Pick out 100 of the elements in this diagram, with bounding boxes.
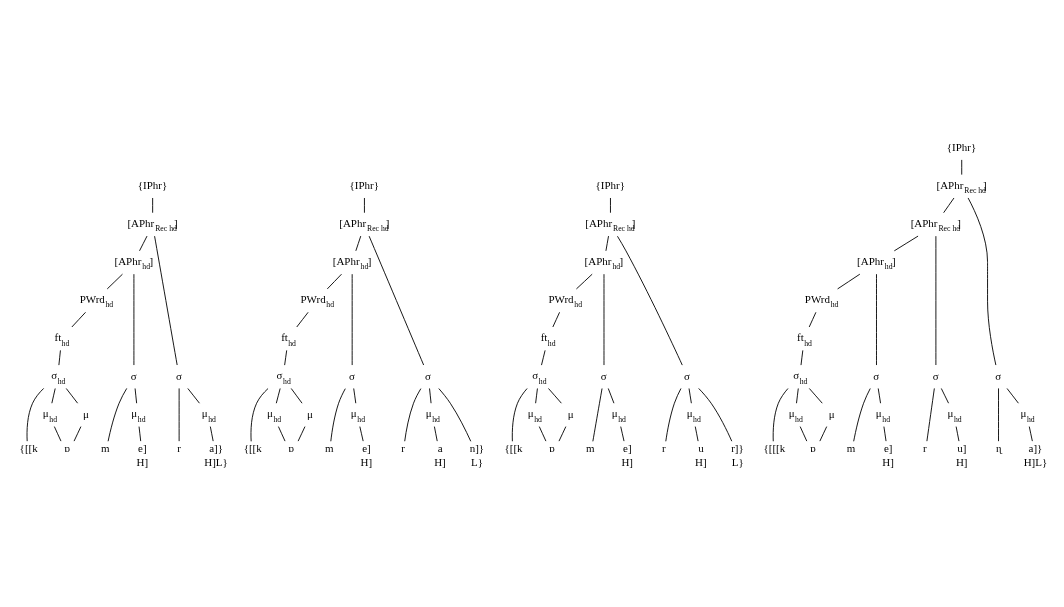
connector: [353, 388, 357, 404]
connector: [139, 235, 148, 252]
connector: [853, 388, 871, 442]
connector: [837, 273, 861, 290]
node-text: [APhr$_{hd}$]: [584, 254, 624, 272]
connector: [154, 235, 178, 366]
connector: [541, 349, 546, 366]
node-text: {IPhr}: [349, 179, 380, 192]
connector: [876, 273, 877, 366]
node-text: μ$_{hd}$: [527, 407, 542, 424]
connector: [665, 388, 682, 442]
node-text: r: [177, 441, 181, 454]
node-text: μ: [306, 407, 313, 420]
connector: [330, 388, 346, 442]
node-label: L}: [470, 455, 483, 468]
node-text: ɳ: [995, 441, 1002, 454]
connector: [187, 388, 200, 404]
connector: [592, 388, 603, 442]
connector: [575, 273, 593, 290]
node-text: σ$_{hd}$: [532, 369, 547, 386]
node-text: [APhr$_{Rec hd}$]: [910, 216, 961, 234]
node-text: μ: [82, 407, 89, 420]
node-text: μ$_{hd}$: [350, 407, 366, 424]
node-text: m: [846, 441, 856, 454]
connector: [940, 388, 949, 404]
connector: [535, 388, 538, 404]
node-text: m: [325, 441, 334, 454]
connector: [296, 311, 309, 328]
node-text: u: [698, 441, 704, 454]
node-text: [APhr$_{Rec hd}$]: [936, 178, 987, 196]
connector: [429, 388, 432, 404]
node-text: ft$_{hd}$: [540, 331, 556, 348]
node-text: ɒ: [288, 441, 294, 454]
connector: [1006, 388, 1019, 404]
connector: [284, 349, 288, 366]
node-text: e]: [362, 441, 371, 454]
node-text: {[[k: [19, 441, 38, 454]
connector: [65, 388, 79, 404]
connector: [819, 426, 828, 442]
connector: [51, 388, 56, 404]
node-text: σ: [932, 369, 939, 382]
node-text: {IPhr}: [946, 141, 977, 154]
node-text: a]}: [1028, 441, 1043, 454]
node-text: σ$_{hd}$: [793, 369, 808, 386]
node-text: m: [100, 441, 110, 454]
node-label: H]: [434, 455, 446, 468]
connector: [943, 197, 955, 214]
connector: [511, 388, 528, 442]
connector: [250, 388, 269, 442]
connector: [73, 426, 82, 442]
node-label: H]: [695, 455, 707, 468]
node-text: e]: [883, 441, 893, 454]
connector: [955, 426, 960, 442]
connector: [404, 388, 422, 442]
node-text: a]}: [209, 441, 223, 454]
node-text: μ$_{hd}$: [201, 407, 216, 424]
connector: [433, 426, 438, 442]
connector: [548, 388, 562, 404]
connector: [620, 426, 625, 442]
connector: [355, 235, 362, 252]
connector: [796, 388, 799, 404]
node-text: μ$_{hd}$: [947, 407, 962, 424]
node-text: σ: [175, 369, 182, 382]
connector: [961, 159, 963, 176]
node-text: m: [585, 441, 595, 454]
connector: [107, 387, 128, 442]
node-text: σ: [425, 369, 432, 382]
node-text: σ: [348, 369, 355, 382]
connector: [71, 311, 86, 328]
connector: [688, 388, 692, 404]
connector: [278, 426, 286, 442]
node-text: a: [437, 441, 443, 454]
node-text: σ: [684, 369, 690, 382]
connector: [368, 235, 425, 366]
node-text: ft$_{hd}$: [797, 331, 812, 348]
connector: [138, 426, 142, 442]
connector: [558, 426, 567, 442]
node-text: {[[[k: [763, 441, 786, 454]
connector: [134, 388, 138, 404]
node-text: [APhr$_{Rec hd}$]: [127, 216, 178, 234]
connector: [698, 387, 733, 442]
node-text: μ$_{hd}$: [42, 407, 58, 424]
connector: [808, 311, 817, 328]
connector: [694, 426, 699, 442]
connector: [359, 426, 364, 442]
node-text: e]: [623, 441, 632, 454]
connector: [1028, 426, 1033, 442]
connector: [26, 387, 45, 442]
node-text: μ: [828, 407, 835, 420]
connector: [883, 426, 887, 442]
node-text: μ$_{hd}$: [1020, 407, 1035, 424]
node-text: {IPhr}: [595, 179, 626, 192]
connector: [152, 197, 154, 214]
connector: [926, 387, 935, 442]
node-text: PWrd$_{hd}$: [300, 292, 335, 310]
node-text: μ$_{hd}$: [131, 407, 146, 424]
node-text: [APhr$_{hd}$]: [114, 254, 154, 272]
node-text: {[[k: [243, 441, 262, 454]
node-label: H]L}: [1023, 455, 1048, 468]
connector: [877, 388, 881, 404]
